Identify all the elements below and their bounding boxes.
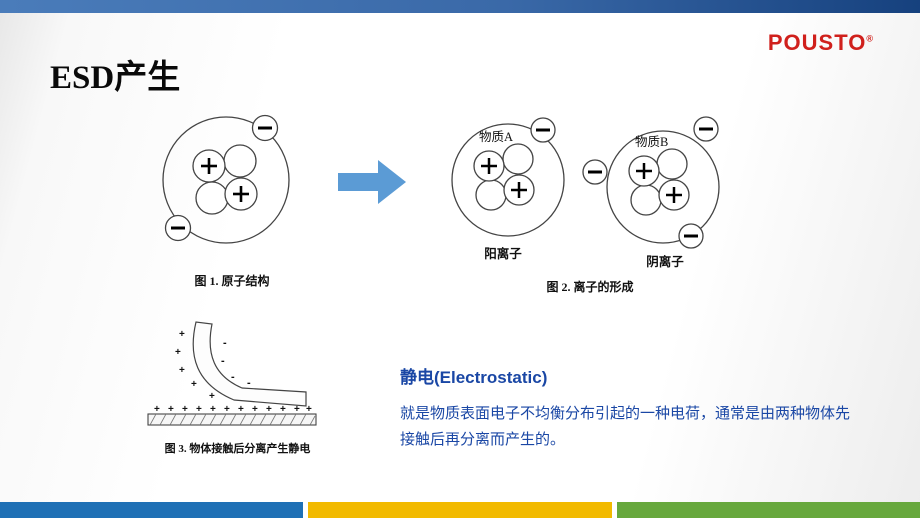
surface-plus-charges: + + + + + + + + + + + + xyxy=(154,404,312,415)
atom-b-nucleus xyxy=(628,148,690,216)
registered-mark: ® xyxy=(866,33,874,44)
brand-logo-text: POUSTO xyxy=(767,30,867,55)
atom-shell xyxy=(162,116,290,244)
fig2-ion-diagram: 物质A 阳离子 物质B xyxy=(451,116,720,269)
base-surface-hatch xyxy=(149,413,316,426)
svg-text:+: + xyxy=(182,404,188,415)
svg-text:+: + xyxy=(224,404,230,415)
svg-text:+: + xyxy=(196,404,202,415)
fig1-caption: 图 1. 原子结构 xyxy=(194,274,270,288)
cation-label: 阳离子 xyxy=(484,246,522,261)
svg-text:+: + xyxy=(209,391,215,402)
svg-text:+: + xyxy=(168,404,174,415)
nucleus xyxy=(192,144,258,215)
svg-text:-: - xyxy=(247,377,251,389)
fig2-caption: 图 2. 离子的形成 xyxy=(546,280,634,294)
top-accent-bar xyxy=(0,0,920,13)
footer-bars xyxy=(0,502,920,518)
material-b-label: 物质B xyxy=(635,135,668,149)
fig3-caption: 图 3. 物体接触后分离产生静电 xyxy=(164,443,311,455)
base-surface xyxy=(147,413,317,426)
brand-logo: POUSTO® xyxy=(768,30,874,56)
definition-heading: 静电(Electrostatic) xyxy=(400,368,548,387)
atom-a-shell xyxy=(451,123,565,237)
svg-text:+: + xyxy=(210,404,216,415)
atom-a-electron-minus-icon xyxy=(536,128,602,174)
svg-text:+: + xyxy=(179,329,185,340)
footer-bar-blue xyxy=(0,502,304,518)
electron-minus-icon xyxy=(171,126,272,230)
right-arrow-icon xyxy=(338,160,406,204)
svg-text:+: + xyxy=(294,404,300,415)
proton-plus-icon xyxy=(201,158,249,202)
atom-b-shell xyxy=(606,130,720,244)
anion-label: 阴离子 xyxy=(646,254,684,269)
svg-text:-: - xyxy=(231,371,235,383)
atom-b-proton-plus-icon xyxy=(636,163,682,203)
strip-plus-charges: + + + + + xyxy=(175,329,215,402)
svg-text:+: + xyxy=(252,404,258,415)
atom-a-electron-icon xyxy=(530,117,608,185)
atom-b-electron-minus-icon xyxy=(684,127,713,238)
svg-text:+: + xyxy=(306,404,312,415)
definition-body: 就是物质表面电子不均衡分布引起的一种电荷，通常是由两种物体先接触后再分离而产生的… xyxy=(400,405,851,449)
atom-b-electron-icon xyxy=(678,116,719,249)
svg-text:+: + xyxy=(280,404,286,415)
material-a-label: 物质A xyxy=(479,130,513,144)
page-title: ESD产生 xyxy=(50,60,181,96)
footer-bar-green xyxy=(616,502,920,518)
svg-text:+: + xyxy=(191,379,197,390)
svg-text:+: + xyxy=(154,404,160,415)
peeled-strip xyxy=(192,321,307,407)
definition-block: 静电(Electrostatic) 就是物质表面电子不均衡分布引起的一种电荷，通… xyxy=(400,363,855,454)
strip-minus-charges: - - - - xyxy=(221,337,251,389)
atom-a-nucleus xyxy=(473,143,535,211)
svg-text:+: + xyxy=(179,365,185,376)
atom-a-proton-plus-icon xyxy=(481,158,527,198)
fig1-atom-diagram xyxy=(162,114,290,244)
footer-bar-yellow xyxy=(308,502,612,518)
svg-text:+: + xyxy=(238,404,244,415)
svg-text:-: - xyxy=(221,355,225,367)
svg-text:+: + xyxy=(175,347,181,358)
svg-text:+: + xyxy=(266,404,272,415)
svg-text:-: - xyxy=(223,337,227,349)
fig3-contact-separation-diagram: + + + + + - - - - + + + + + + + + + + + + xyxy=(147,321,317,426)
